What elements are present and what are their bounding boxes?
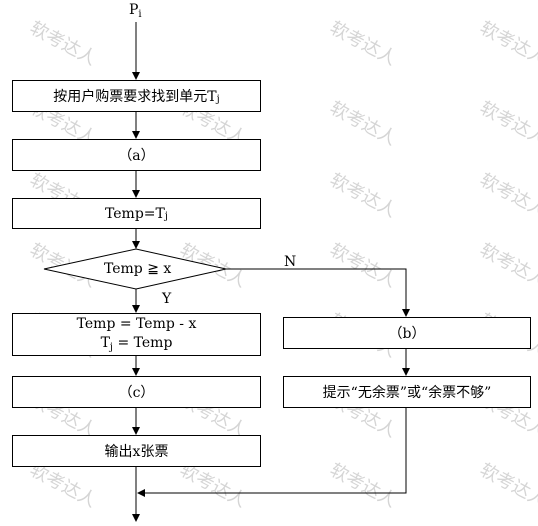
- label-no: N: [284, 254, 297, 270]
- process-update-temp: Temp = Temp - x Tj = Temp: [12, 313, 261, 356]
- process-c: （c）: [12, 376, 261, 408]
- process-output-tickets: 输出x张票: [12, 435, 261, 467]
- input-label: Pi: [129, 2, 142, 20]
- label-yes: Y: [162, 291, 172, 307]
- arrow-prompt-to-merge: [137, 407, 407, 497]
- process-b: （b）: [283, 317, 531, 349]
- update-line-2: Tj = Temp: [100, 335, 173, 353]
- decision-label: Temp ≧ x: [104, 261, 172, 277]
- update-line-1: Temp = Temp - x: [76, 316, 197, 332]
- process-a: （a）: [12, 139, 261, 171]
- arrow-decision-no-branch: [226, 268, 410, 317]
- decision-diamond: [43, 248, 227, 290]
- process-prompt-no-tickets: 提示“无余票”或“余票不够”: [283, 376, 531, 408]
